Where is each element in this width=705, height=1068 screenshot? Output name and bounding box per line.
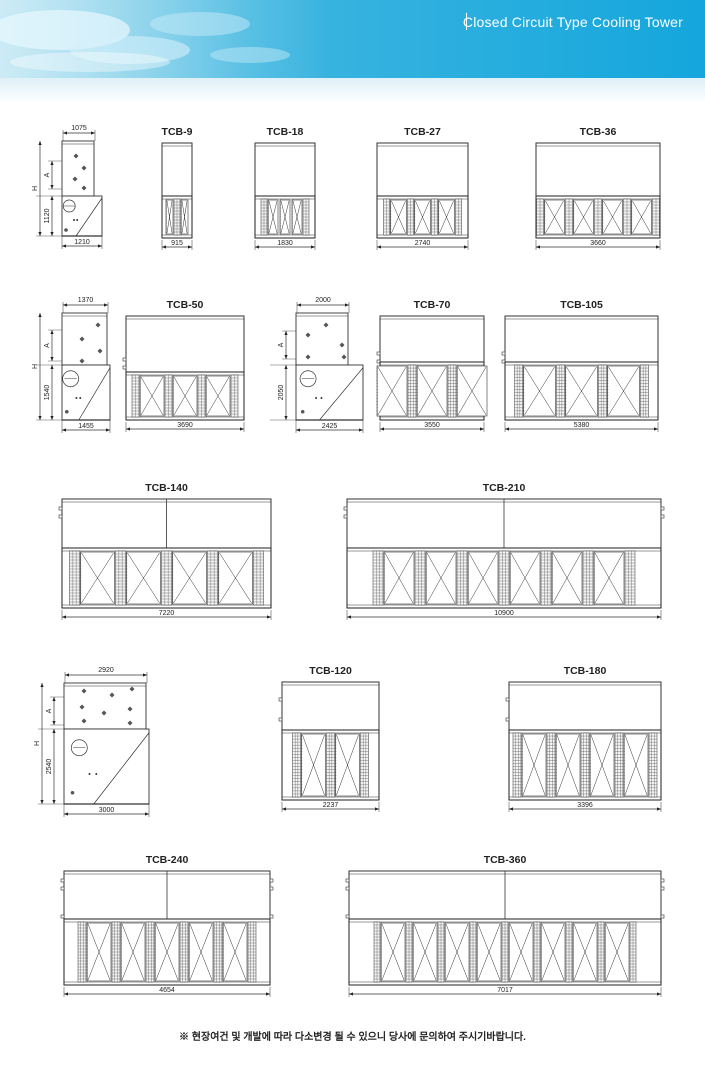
tower-tcb-18: TCB-18 1830 (254, 126, 316, 250)
model-name: TCB-240 (146, 854, 189, 866)
tower-tcb-27: TCB-27 2740 (376, 126, 469, 250)
model-name: TCB-105 (560, 299, 603, 311)
side-height-label: H (32, 364, 39, 369)
width-dimension: 3660 (590, 240, 606, 247)
model-name: TCB-120 (309, 665, 352, 677)
model-name: TCB-36 (580, 126, 617, 138)
side-a-label: A (44, 343, 51, 348)
width-dimension: 10900 (494, 610, 514, 617)
tower-tcb-120: TCB-120 2237 (278, 665, 380, 812)
side-width-top: 2000 (315, 297, 331, 304)
tower-tcb-36: TCB-36 3660 (535, 126, 661, 250)
model-name: TCB-27 (404, 126, 441, 138)
width-dimension: 2237 (323, 802, 339, 809)
tower-tcb-180: TCB-180 3396 (505, 665, 662, 812)
side-width-bottom: 3000 (99, 807, 115, 814)
header-shadow-band (0, 78, 705, 104)
side-width-top: 1370 (78, 297, 94, 304)
model-name: TCB-210 (483, 482, 526, 494)
footnote: ※ 현장여건 및 개발에 따라 다소변경 될 수 있으니 당사에 문의하여 주시… (179, 1032, 526, 1043)
side-height-lower: 1540 (44, 385, 51, 401)
tower-tcb-9: TCB-9 915 (161, 126, 193, 250)
side-height-lower: 1120 (44, 208, 51, 223)
model-name: TCB-50 (167, 299, 204, 311)
side-width-bottom: 1455 (78, 423, 94, 430)
width-dimension: 3690 (177, 422, 193, 429)
model-name: TCB-140 (145, 482, 188, 494)
width-dimension: 7220 (159, 610, 175, 617)
title-divider (466, 13, 467, 30)
side-height-lower: 2050 (278, 385, 285, 401)
page-title: Closed Circuit Type Cooling Tower (462, 14, 683, 30)
tower-tcb-105: TCB-105 5380 (501, 299, 659, 432)
width-dimension: 915 (171, 240, 183, 247)
model-name: TCB-9 (162, 126, 193, 138)
tower-tcb-210: TCB-210 10900 (343, 482, 665, 620)
width-dimension: 3550 (424, 422, 440, 429)
header-banner: Closed Circuit Type Cooling Tower (0, 0, 705, 78)
model-name: TCB-70 (414, 299, 451, 311)
model-name: TCB-18 (267, 126, 304, 138)
model-name: TCB-360 (484, 854, 527, 866)
side-width-bottom: 1210 (74, 239, 90, 246)
width-dimension: 7017 (497, 987, 513, 994)
width-dimension: 1830 (277, 240, 293, 247)
width-dimension: 5380 (574, 422, 590, 429)
side-width-top: 2920 (98, 667, 114, 674)
side-a-label: A (46, 708, 53, 713)
tower-tcb-360: TCB-360 7017 (345, 854, 665, 997)
side-height-label: H (34, 741, 41, 746)
side-a-label: A (44, 172, 51, 177)
side-a-label: A (278, 342, 285, 347)
side-height-label: H (32, 186, 39, 191)
side-width-top: 1075 (71, 125, 87, 132)
side-width-bottom: 2425 (322, 423, 338, 430)
width-dimension: 2740 (415, 240, 431, 247)
tower-tcb-140: TCB-140 7220 (58, 482, 272, 620)
tower-tcb-70: TCB-70 3550 (376, 299, 488, 432)
width-dimension: 3396 (577, 802, 593, 809)
water-splash-image (0, 0, 705, 78)
width-dimension: 4654 (159, 987, 175, 994)
side-height-lower: 2540 (46, 759, 53, 775)
model-name: TCB-180 (564, 665, 607, 677)
tower-tcb-50: TCB-50 3690 (122, 299, 245, 432)
tower-tcb-240: TCB-240 4654 (60, 854, 274, 997)
